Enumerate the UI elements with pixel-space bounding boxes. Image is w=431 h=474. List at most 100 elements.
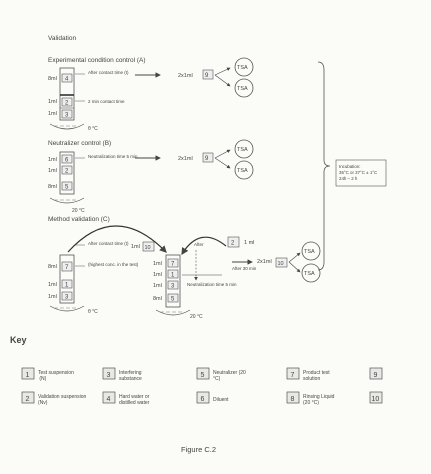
box-10-c-right	[275, 257, 288, 268]
vol-8ml-c: 8ml	[48, 264, 57, 270]
key-label: Validation suspension(Nv)	[38, 394, 86, 406]
tsa-plate-a2	[234, 78, 254, 98]
tsa-plate-b2	[234, 160, 254, 180]
bath-c2	[155, 309, 191, 316]
temp-c2: 20 °C	[190, 314, 203, 320]
box-10-c	[142, 241, 155, 252]
box-5-b: 5	[65, 185, 69, 191]
vol-2x1-a: 2x1ml	[178, 73, 193, 79]
tube-c1: 7 1 3	[59, 254, 75, 304]
vol-1ml-a1: 1ml	[48, 99, 57, 105]
key-item-10: 10	[369, 391, 383, 404]
vol-8ml-c2: 8ml	[153, 296, 162, 302]
bath-a	[49, 123, 85, 130]
neut-time-b: Neutralization time 5 min	[88, 154, 138, 159]
vol-1ml-box-c: 1ml	[131, 244, 140, 250]
key-number: 5	[201, 372, 205, 379]
key-number: 9	[374, 372, 378, 379]
box-9-a	[202, 69, 214, 80]
bath-b	[49, 197, 85, 204]
key-swatch	[196, 391, 210, 404]
vol-8ml-b: 8ml	[48, 184, 57, 190]
key-number: 1	[26, 372, 30, 379]
highest-conc: (highest conc. in the test)	[88, 262, 139, 267]
key-label: Diluent	[213, 397, 229, 403]
arrow-a-tsa1	[214, 67, 231, 76]
key-swatch	[196, 367, 210, 380]
tsa-plate-c1	[301, 241, 321, 261]
box-9-b-text: 9	[205, 156, 209, 162]
tube-b: 6 2 5	[59, 151, 75, 195]
box-7-c2: 7	[171, 262, 175, 268]
key-swatch	[286, 391, 300, 404]
key-title: Key	[10, 335, 27, 345]
arrow-b-tsa2	[214, 157, 231, 169]
key-number: 4	[107, 396, 111, 403]
vol-1ml-b2: 1ml	[48, 168, 57, 174]
tsa-a2: TSA	[237, 86, 248, 92]
arrow-c-tsa2	[288, 261, 301, 273]
vol-2x1-b: 2x1ml	[178, 156, 193, 162]
key-item-9: 9	[369, 367, 383, 380]
vol-1ml-c2a: 1ml	[153, 261, 162, 267]
box-1-c: 1	[65, 283, 69, 289]
tsa-c1: TSA	[304, 249, 315, 255]
tsa-plate-a1	[234, 57, 254, 77]
neut-time-c: Neutralization time 5 min	[187, 282, 237, 287]
box-4-a: 4	[65, 77, 69, 83]
box-2-c-text: 2	[231, 241, 235, 247]
vol-2x1-c: 2x1ml	[257, 259, 272, 265]
tsa-c2: TSA	[304, 271, 315, 277]
vol-8ml-a: 8ml	[48, 76, 57, 82]
key-number: 10	[372, 396, 380, 403]
temp-c1: θ °C	[88, 309, 98, 315]
vol-1ml-a2: 1ml	[48, 111, 57, 117]
box-9-a-text: 9	[205, 73, 209, 79]
box-2-a: 2	[65, 101, 69, 107]
key-swatch	[21, 367, 35, 380]
key-number: 6	[201, 396, 205, 403]
key-item-6: 6 Diluent	[196, 391, 229, 404]
temp-b: 20 °C	[72, 208, 85, 214]
key-swatch	[286, 367, 300, 380]
key-label: Rinsing Liquid (20 °C)	[303, 394, 336, 406]
after-30: After 30 min	[232, 266, 257, 271]
tsa-b2: TSA	[237, 168, 248, 174]
after-contact-a: After contact time (t)	[88, 70, 129, 75]
arrow-c-tsa1	[288, 252, 301, 263]
vol-1ml-c2c: 1ml	[153, 283, 162, 289]
figure-caption: Figure C.2	[181, 445, 216, 454]
neut-title: Neutralizer control (B)	[48, 140, 111, 147]
vol-1ml-c2: 1ml	[48, 294, 57, 300]
box-3-a: 3	[65, 113, 69, 119]
box-1-c2: 1	[171, 273, 175, 279]
tube-a: 4 2 3	[59, 67, 75, 121]
key-item-5: 5 Neutralizer (20°C)	[196, 367, 246, 382]
temp-a: θ °C	[88, 126, 98, 132]
tsa-b1: TSA	[237, 147, 248, 153]
key-number: 2	[26, 396, 30, 403]
vol-1ml-c2b: 1ml	[153, 272, 162, 278]
after-contact-c: After contact time (t)	[88, 241, 129, 246]
after-label: After	[194, 242, 204, 247]
vol-1ml-c1: 1ml	[48, 282, 57, 288]
key-swatch	[369, 391, 383, 404]
two-min-a: 2 min contact time	[88, 99, 125, 104]
box-6-b: 6	[65, 158, 69, 164]
key-swatch	[102, 367, 116, 380]
box-3-c2: 3	[171, 284, 175, 290]
tube-c2: 7 1 3 5	[165, 254, 181, 308]
arrow-c1-c2	[67, 225, 167, 253]
method-title: Method validation (C)	[48, 216, 110, 223]
key-label: Neutralizer (20°C)	[213, 370, 246, 382]
box-10-c-right-text: 10	[278, 261, 284, 267]
tsa-plate-c2	[301, 263, 321, 283]
key-swatch	[369, 367, 383, 380]
